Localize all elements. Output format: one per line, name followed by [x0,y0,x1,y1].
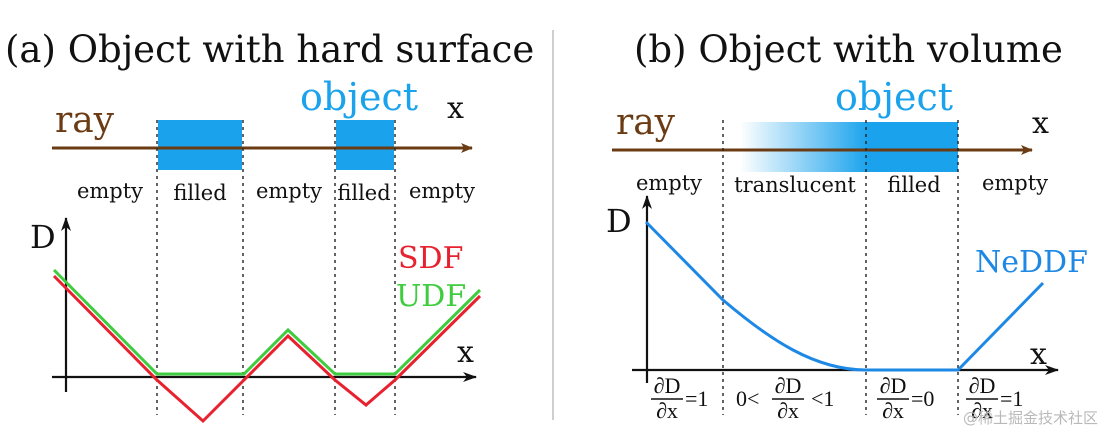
translucent-block [740,122,868,172]
region-label-b-3: empty [982,171,1048,195]
d2-num: ∂D [775,373,802,398]
d3-num: ∂D [880,373,907,398]
sdf-legend-label: SDF [398,241,463,276]
d1-num: ∂D [654,373,681,398]
region-label-a-3: filled [337,181,390,205]
panel-a-x-axis-label: x [457,335,474,370]
filled-block-2 [336,120,394,170]
panel-a-object-label: object [300,75,418,119]
udf-curve [52,268,482,376]
panel-a-d-label: D [30,218,56,256]
panel-a: (a) Object with hard surface object ray … [5,28,534,424]
boundary-lines-b [722,120,959,415]
filled-block-1 [158,120,242,170]
region-label-b-2: filled [887,173,940,197]
panel-b-x-axis-label: x [1030,337,1047,372]
region-label-a-4: empty [409,179,475,203]
d3-post: =0 [911,386,934,411]
d2-den: ∂x [777,398,799,423]
volume-filled-block [866,122,958,172]
derivative-label-3: ∂D ∂x =0 [877,373,934,423]
d4-num: ∂D [969,373,996,398]
d1-den: ∂x [656,398,678,423]
d2-post: <1 [811,386,834,411]
udf-legend-label: UDF [396,279,466,314]
derivative-label-4: ∂D ∂x =1 [966,373,1023,423]
panel-b-d-label: D [606,202,632,240]
region-label-a-0: empty [77,179,143,203]
region-label-a-2: empty [256,179,322,203]
d3-den: ∂x [882,398,904,423]
panel-b: (b) Object with volume object ray x empt… [606,28,1088,423]
d4-post: =1 [1000,386,1023,411]
region-label-b-0: empty [636,171,702,195]
panel-a-title: (a) Object with hard surface [5,28,534,71]
neddf-curve [644,220,1045,372]
boundary-lines-a [156,120,396,415]
region-label-b-1: translucent [734,173,856,197]
sdf-curve [52,274,482,424]
derivative-label-2: 0< ∂D ∂x <1 [736,373,834,423]
d4-den: ∂x [971,398,993,423]
panel-b-object-label: object [835,75,953,119]
panel-b-ray-x-label: x [1032,106,1049,141]
panel-b-ray-label: ray [616,102,676,143]
neddf-legend-label: NeDDF [975,245,1088,280]
watermark: @稀土掘金技术社区 [962,409,1098,427]
derivative-label-1: ∂D ∂x =1 [651,373,708,423]
panel-b-title: (b) Object with volume [634,28,1063,71]
panel-a-ray-label: ray [55,100,115,141]
panel-a-ray-x-label: x [447,91,464,126]
d1-post: =1 [685,386,708,411]
region-label-a-1: filled [173,181,226,205]
d2-pre: 0< [736,386,759,411]
